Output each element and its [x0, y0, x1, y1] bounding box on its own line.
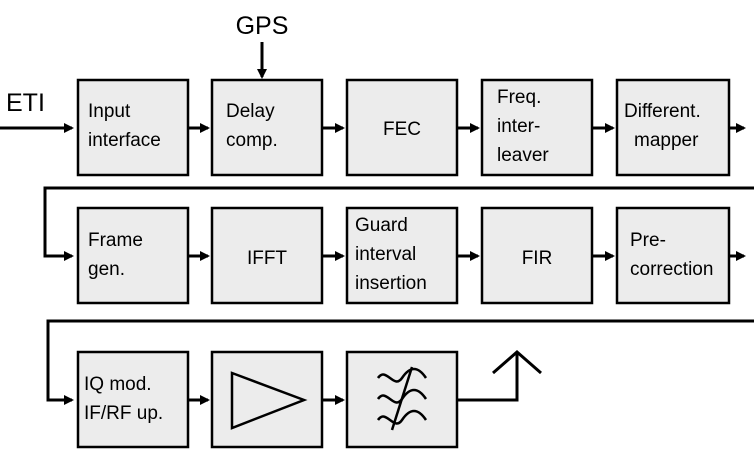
block-iq-mod: IQ mod. IF/RF up.: [76, 350, 190, 449]
gps-label: GPS: [236, 12, 289, 40]
block-input-interface: Input interface: [76, 78, 190, 177]
block-text: IFFT: [247, 248, 287, 269]
block-text: Guard interval insertion: [355, 215, 427, 294]
block-ifft: IFFT: [210, 206, 324, 305]
block-text: FEC: [383, 119, 421, 140]
block-precorrection: Pre- correction: [615, 206, 731, 305]
antenna-icon: [492, 350, 542, 375]
block-text: IQ mod. IF/RF up.: [84, 374, 163, 424]
block-text: Frame gen.: [88, 230, 148, 280]
connector-line: [46, 319, 754, 405]
eti-label: ETI: [6, 89, 45, 117]
amplifier-triangle-icon: [230, 371, 308, 430]
block-guard-interval-insertion: Guard interval insertion: [345, 206, 459, 305]
block-filter: [345, 350, 459, 449]
block-text: FIR: [522, 248, 553, 269]
block-fec: FEC: [345, 78, 459, 177]
block-delay-comp: Delay comp.: [210, 78, 324, 177]
connector-line: [43, 186, 754, 261]
block-text: Pre- correction: [630, 230, 713, 280]
block-amplifier: [210, 350, 324, 449]
block-text: Input interface: [88, 101, 161, 151]
block-frame-gen: Frame gen.: [76, 206, 190, 305]
block-text: Delay comp.: [226, 101, 280, 151]
block-text: Freq. inter- leaver: [497, 87, 549, 166]
block-text: Different. mapper: [624, 101, 706, 151]
block-fir: FIR: [480, 206, 594, 305]
output-line: [457, 352, 519, 402]
bandpass-filter-icon: [376, 366, 428, 431]
block-different-mapper: Different. mapper: [615, 78, 731, 177]
block-freq-interleaver: Freq. inter- leaver: [480, 78, 594, 177]
